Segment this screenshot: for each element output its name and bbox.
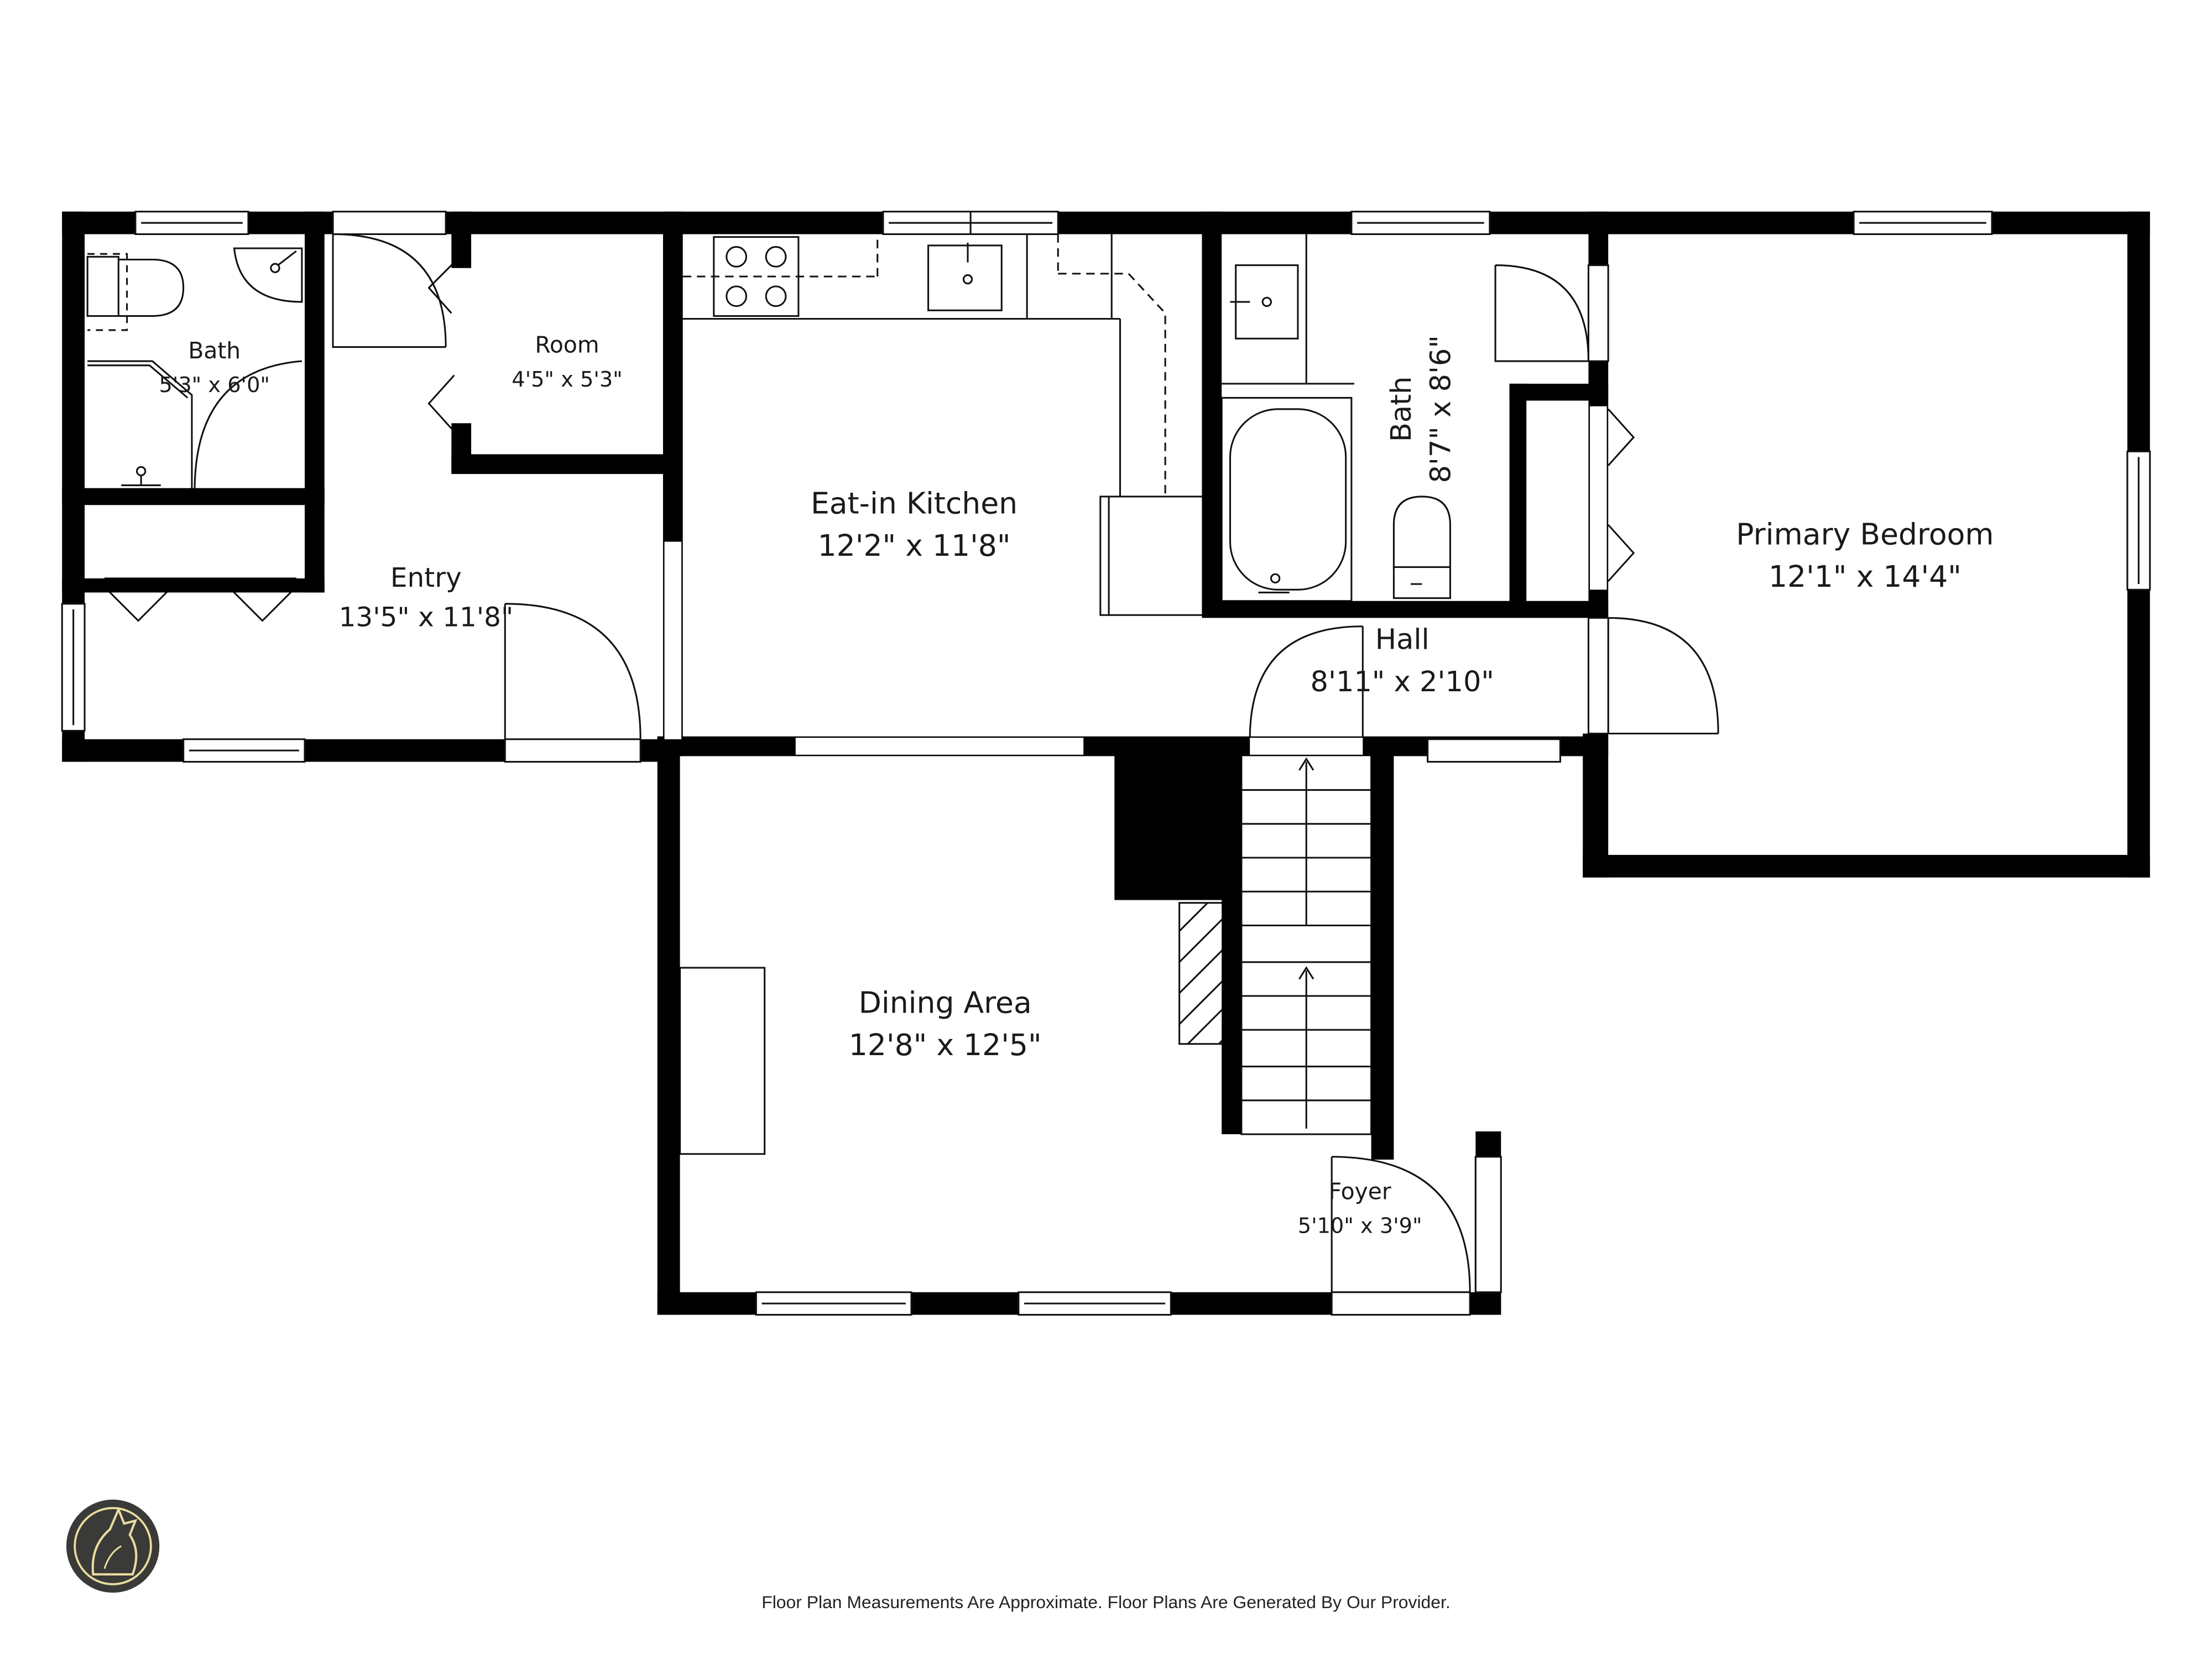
room-dimensions: 12'8" x 12'5"	[849, 1027, 1042, 1062]
room-eat-in-kitchen: Eat-in Kitchen 12'2" x 11'8"	[811, 486, 1018, 564]
room-dimensions: 13'5" x 11'8"	[339, 602, 514, 633]
room-room: Room 4'5" x 5'3"	[512, 332, 623, 392]
windows	[61, 211, 2151, 1316]
room-dimensions: 4'5" x 5'3"	[512, 367, 623, 392]
room-name: Entry	[390, 562, 462, 593]
room-hall: Hall 8'11" x 2'10"	[1311, 623, 1494, 698]
room-name: Primary Bedroom	[1736, 517, 1994, 552]
room-bath-2: Bath 8'7" x 8'6"	[1385, 335, 1457, 483]
room-dimensions: 5'3" x 6'0"	[159, 373, 270, 398]
room-dimensions: 5'10" x 3'9"	[1298, 1214, 1422, 1239]
room-name: Dining Area	[859, 985, 1032, 1020]
disclaimer-text: Floor Plan Measurements Are Approximate.…	[761, 1592, 1450, 1612]
walls	[62, 211, 2150, 1315]
room-dimensions: 12'1" x 14'4"	[1768, 559, 1961, 594]
room-name: Bath	[1385, 376, 1418, 442]
room-foyer: Foyer 5'10" x 3'9"	[1298, 1178, 1422, 1238]
room-dimensions: 12'2" x 11'8"	[818, 528, 1011, 563]
room-bath-1: Bath 5'3" x 6'0"	[159, 337, 270, 398]
room-name: Hall	[1375, 623, 1430, 656]
room-name: Eat-in Kitchen	[811, 486, 1018, 521]
room-name: Foyer	[1329, 1178, 1391, 1204]
room-name: Room	[535, 332, 599, 358]
room-entry: Entry 13'5" x 11'8"	[339, 562, 514, 633]
room-name: Bath	[188, 337, 241, 364]
wolf-howling-logo-icon	[66, 1499, 160, 1593]
room-primary-bedroom: Primary Bedroom 12'1" x 14'4"	[1736, 517, 1994, 594]
room-dimensions: 8'11" x 2'10"	[1311, 666, 1494, 698]
fixtures	[86, 234, 1451, 1155]
room-dining-area: Dining Area 12'8" x 12'5"	[849, 985, 1042, 1063]
openings	[664, 406, 1607, 755]
room-dimensions: 8'7" x 8'6"	[1425, 335, 1457, 483]
